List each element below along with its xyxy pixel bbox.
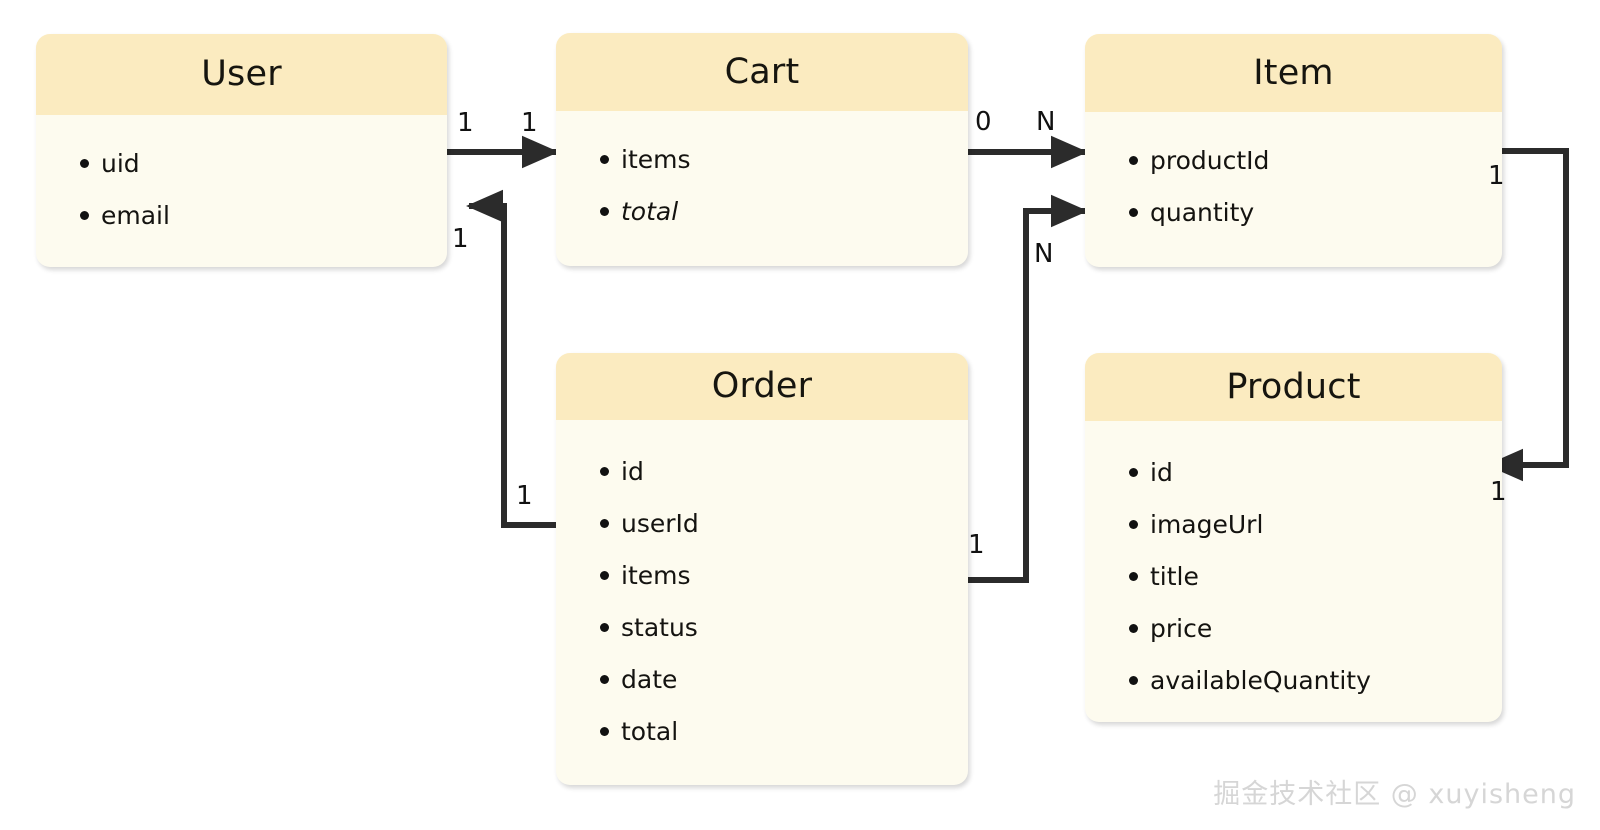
attribute-label: title [1150, 561, 1199, 591]
entity-user-attributes: uid email [36, 115, 447, 241]
entity-product-title: Product [1085, 353, 1502, 421]
attribute-label: items [621, 144, 691, 174]
bullet-icon [1129, 623, 1138, 633]
bullet-icon [1129, 675, 1138, 685]
attribute-label: status [621, 612, 698, 642]
entity-product-attributes: id imageUrl title price availableQuantit… [1085, 421, 1502, 706]
attribute-row: date [600, 653, 968, 705]
attribute-row: total [600, 185, 968, 237]
entity-cart-title: Cart [556, 33, 968, 111]
attribute-row: total [600, 705, 968, 757]
bullet-icon [600, 674, 609, 684]
watermark-text: 掘金技术社区 @ xuyisheng [1213, 779, 1576, 810]
attribute-label: total [621, 196, 679, 226]
attribute-row: quantity [1129, 186, 1502, 238]
entity-item-title: Item [1085, 34, 1502, 112]
bullet-icon [600, 466, 609, 476]
bullet-icon [1129, 207, 1138, 217]
bullet-icon [80, 210, 89, 220]
cardinality-cart-item-to: N [1036, 107, 1056, 137]
edge-order-item [968, 194, 1088, 583]
attribute-row: title [1129, 550, 1502, 602]
attribute-row: items [600, 133, 968, 185]
bullet-icon [80, 158, 89, 168]
entity-cart[interactable]: Cart items total [556, 33, 968, 266]
attribute-label: productId [1150, 145, 1270, 175]
entity-product[interactable]: Product id imageUrl title price availabl… [1085, 353, 1502, 722]
cardinality-order-item-to: N [1034, 239, 1054, 269]
entity-cart-attributes: items total [556, 111, 968, 237]
entity-order-title: Order [556, 353, 968, 420]
attribute-label: id [621, 456, 644, 486]
attribute-label: availableQuantity [1150, 665, 1371, 695]
attribute-row: items [600, 549, 968, 601]
entity-item-attributes: productId quantity [1085, 112, 1502, 238]
entity-order-attributes: id userId items status date total [556, 420, 968, 757]
attribute-row: uid [80, 137, 447, 189]
attribute-label: total [621, 716, 679, 746]
bullet-icon [600, 154, 609, 164]
attribute-row: imageUrl [1129, 498, 1502, 550]
attribute-label: quantity [1150, 197, 1255, 227]
bullet-icon [1129, 519, 1138, 529]
cardinality-item-product-from: 1 [1488, 161, 1505, 191]
entity-user-title: User [36, 34, 447, 115]
attribute-row: status [600, 601, 968, 653]
entity-user[interactable]: User uid email [36, 34, 447, 267]
bullet-icon [1129, 467, 1138, 477]
attribute-label: date [621, 664, 678, 694]
bullet-icon [1129, 155, 1138, 165]
attribute-label: id [1150, 457, 1173, 487]
entity-item[interactable]: Item productId quantity [1085, 34, 1502, 267]
cardinality-item-product-to: 1 [1490, 477, 1507, 507]
attribute-row: productId [1129, 134, 1502, 186]
bullet-icon [600, 570, 609, 580]
attribute-label: price [1150, 613, 1213, 643]
edge-order-user [466, 189, 563, 528]
bullet-icon [1129, 571, 1138, 581]
bullet-icon [600, 206, 609, 216]
cardinality-order-item-from: 1 [968, 530, 985, 560]
cardinality-order-user-to: 1 [452, 224, 469, 254]
bullet-icon [600, 726, 609, 736]
attribute-label: email [101, 200, 170, 230]
attribute-row: price [1129, 602, 1502, 654]
cardinality-cart-item-from: 0 [975, 107, 992, 137]
attribute-row: availableQuantity [1129, 654, 1502, 706]
cardinality-user-cart-to: 1 [521, 108, 538, 138]
bullet-icon [600, 622, 609, 632]
attribute-label: imageUrl [1150, 509, 1264, 539]
cardinality-order-user-from: 1 [516, 481, 533, 511]
attribute-row: id [1129, 446, 1502, 498]
attribute-row: userId [600, 497, 968, 549]
bullet-icon [600, 518, 609, 528]
attribute-label: items [621, 560, 691, 590]
cardinality-user-cart-from: 1 [457, 108, 474, 138]
attribute-label: userId [621, 508, 699, 538]
attribute-row: email [80, 189, 447, 241]
entity-order[interactable]: Order id userId items status date [556, 353, 968, 785]
attribute-row: id [600, 445, 968, 497]
attribute-label: uid [101, 148, 140, 178]
